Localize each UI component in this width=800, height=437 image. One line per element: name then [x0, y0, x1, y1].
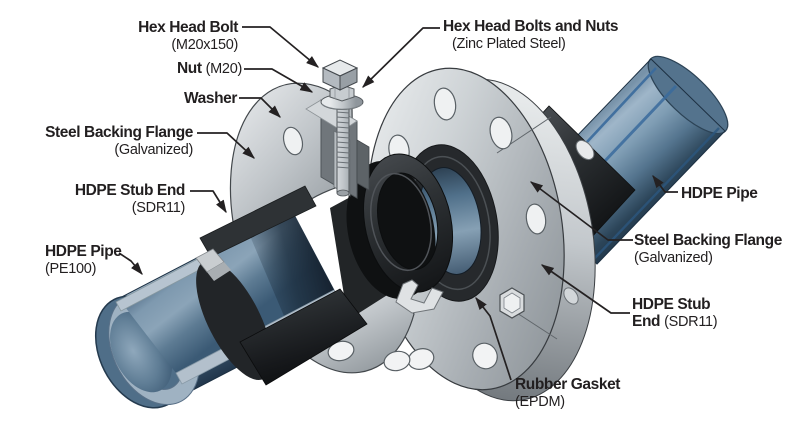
flange-hex-bolt	[499, 287, 525, 319]
left-stub-collar	[195, 185, 368, 386]
rim-side-bolt	[563, 287, 579, 305]
leader-hdpe-stub-end-right	[540, 264, 630, 314]
leader-hex-head-bolts-and-nuts	[362, 27, 440, 88]
label-steel-backing-flange-left: Steel Backing Flange (Galvanized)	[45, 124, 193, 158]
collar-near-mass	[239, 288, 368, 386]
label-steel-backing-flange-right: Steel Backing Flange (Galvanized)	[634, 232, 782, 266]
leader-steel-backing-flange-right	[529, 181, 633, 241]
nut-facets	[334, 87, 350, 99]
bolt-tip	[336, 189, 350, 197]
leader-rubber-gasket	[475, 296, 512, 381]
leader-washer	[239, 97, 281, 118]
rubber-gasket-ring	[346, 153, 454, 300]
leader-hdpe-pipe-left	[118, 252, 143, 275]
leader-steel-backing-flange-left	[197, 132, 255, 159]
collar-cut-face	[207, 262, 231, 281]
stub-lip-cross-section	[395, 279, 444, 314]
bolt-head	[321, 59, 359, 91]
pipe-stripe	[593, 127, 720, 260]
leader-nut	[244, 68, 314, 93]
flange-bolt-hole	[327, 340, 355, 362]
flange-bolt-hole	[383, 350, 411, 372]
leader-hdpe-stub-end-left	[190, 190, 227, 214]
label-hdpe-stub-end-left: HDPE Stub End (SDR11)	[74, 182, 186, 216]
leader-hdpe-pipe-right	[652, 174, 678, 193]
flange-bolt-hole	[282, 126, 304, 156]
label-hdpe-stub-end-right: HDPE Stub End(SDR11)	[632, 296, 718, 330]
hex-bolt-assembly	[320, 59, 364, 197]
label-nut: Nut(M20)	[177, 60, 242, 77]
rim-side-bolt	[575, 139, 595, 161]
pipe-bore-shadow	[250, 214, 334, 316]
label-hex-head-bolts-and-nuts: Hex Head Bolts and Nuts (Zinc Plated Ste…	[443, 18, 619, 52]
label-rubber-gasket: Rubber Gasket (EPDM)	[515, 376, 621, 410]
leader-hex-head-bolt	[242, 26, 319, 68]
washer-edge	[321, 103, 363, 110]
collar-far-side	[199, 185, 317, 258]
label-hex-head-bolt: Hex Head Bolt (M20x150)	[138, 19, 238, 53]
label-hdpe-pipe-left: HDPE Pipe (PE100)	[45, 243, 122, 277]
label-hdpe-pipe-right: HDPE Pipe	[681, 185, 758, 202]
bolt-threads	[336, 111, 350, 169]
label-washer: Washer	[183, 90, 237, 107]
